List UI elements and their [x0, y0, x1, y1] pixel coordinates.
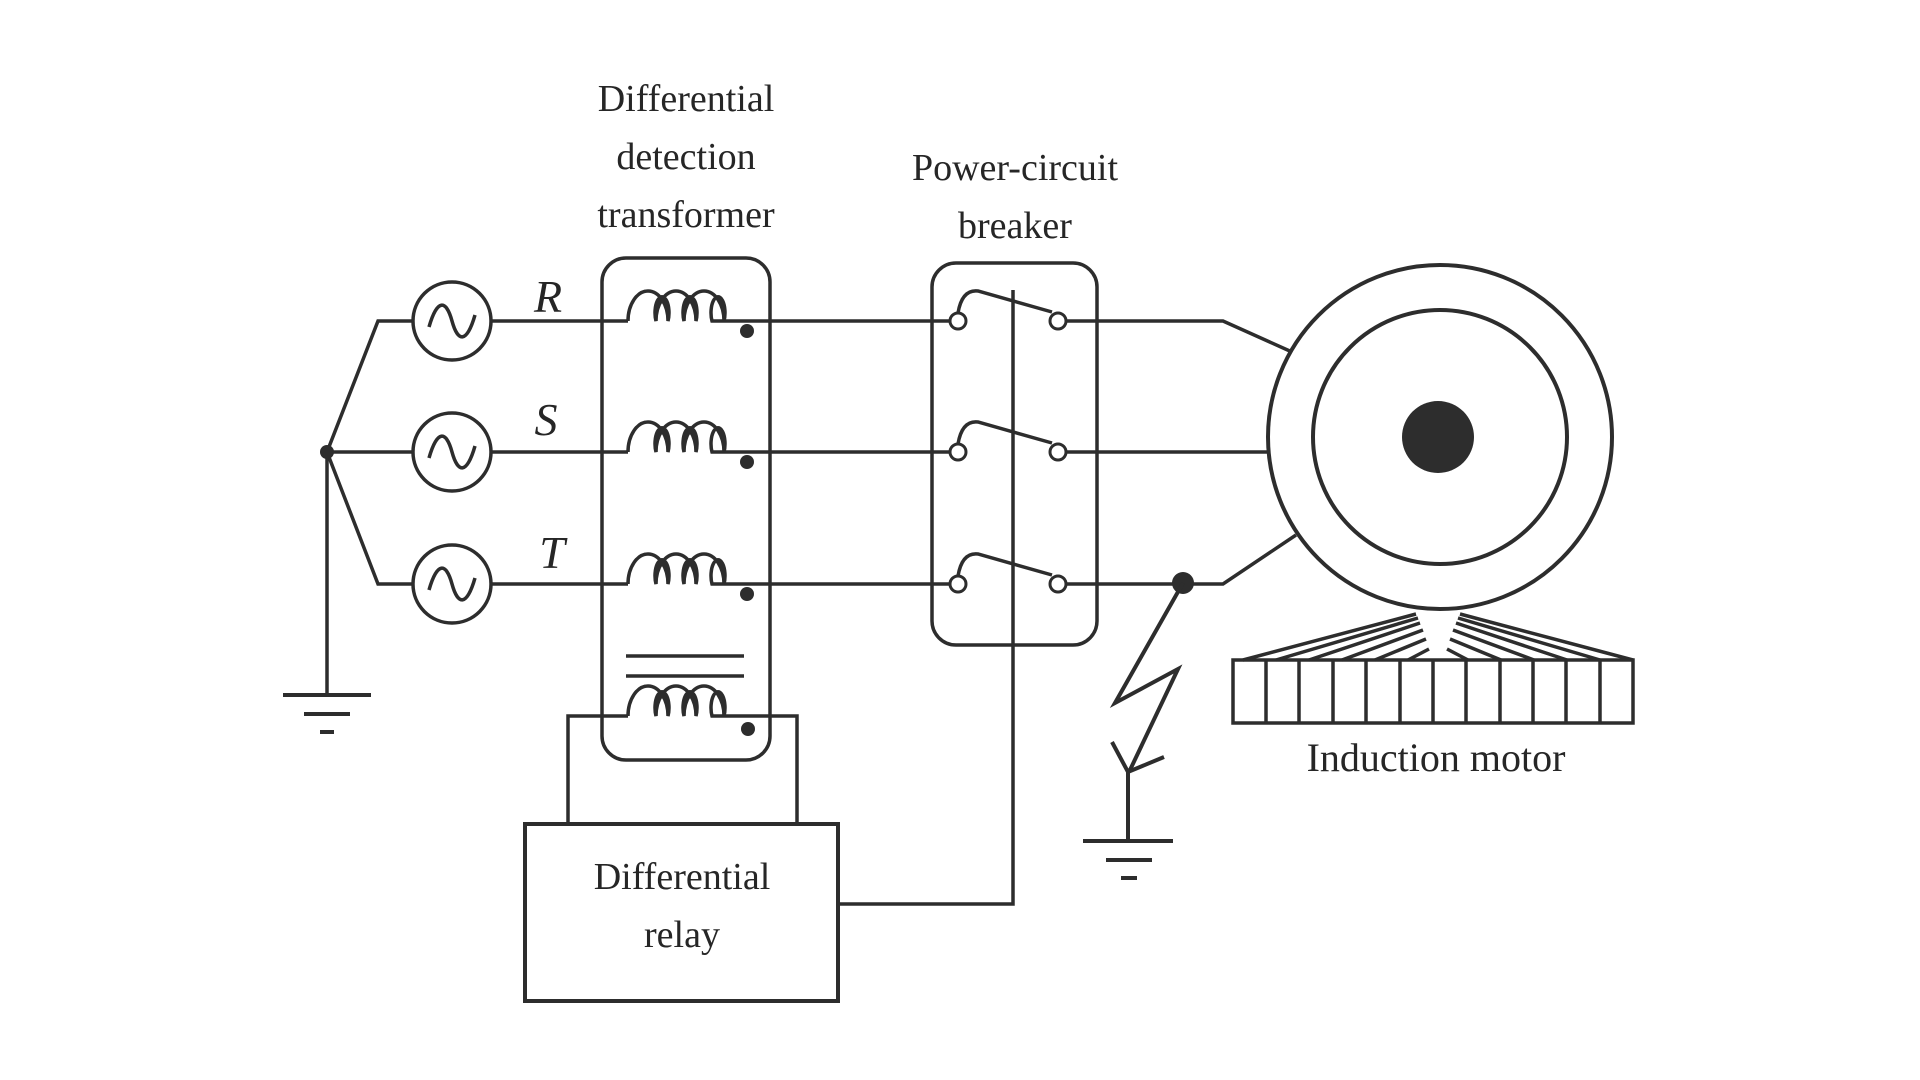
secondary-circuit-wires	[566, 714, 799, 824]
polarity-dot-t	[740, 587, 754, 601]
fault-lightning-bolt-icon	[1109, 582, 1185, 771]
phase-label-s: S	[534, 394, 558, 445]
ac-source-r-icon	[411, 280, 493, 362]
breaker-contact-t-left	[948, 574, 968, 594]
polarity-dot-secondary	[741, 722, 755, 736]
phase-label-r: R	[533, 271, 563, 322]
three-phase-source	[283, 280, 493, 734]
transformer-label: Differential detection transformer	[597, 70, 774, 244]
breaker-label-line2: breaker	[958, 205, 1072, 247]
breaker-contact-s-right	[1048, 442, 1068, 462]
motor-base-dividers	[1264, 660, 1602, 723]
trip-linkage-wire	[838, 290, 1015, 906]
motor-shaft-dot	[1402, 401, 1474, 473]
neutral-to-t-wire	[325, 451, 413, 586]
transformer-label-line1: Differential	[597, 78, 775, 120]
phase-wires-left	[491, 319, 628, 586]
breaker-label: Power-circuit breaker	[912, 139, 1118, 255]
motor-inner-circle	[1311, 308, 1569, 566]
relay-label-line2: relay	[644, 914, 720, 956]
secondary-left-wire	[566, 714, 628, 824]
ac-source-t-icon	[411, 543, 493, 625]
pedestal-left-lines	[1242, 612, 1430, 662]
polarity-dot-r	[740, 324, 754, 338]
secondary-right-wire	[742, 714, 799, 824]
breaker-pole-s	[948, 420, 1068, 462]
transformer-label-line3: transformer	[597, 194, 775, 236]
motor-outer-circle	[1266, 263, 1614, 611]
phase-label-t: T	[539, 527, 565, 578]
phase-wires-right	[1066, 319, 1297, 586]
motor-pedestal-fan	[1242, 612, 1634, 662]
motor-base	[1231, 658, 1635, 725]
differential-detection-transformer	[600, 256, 772, 762]
breaker-contact-r-right	[1048, 311, 1068, 331]
differential-relay-box	[523, 822, 840, 1003]
primary-coil-s	[626, 420, 742, 454]
secondary-coil	[626, 684, 742, 718]
ac-source-s-icon	[411, 411, 493, 493]
relay-label-line1: Differential	[593, 856, 771, 898]
breaker-pole-r	[948, 289, 1068, 331]
neutral-to-r-wire	[325, 319, 413, 453]
breaker-label-line1: Power-circuit	[911, 147, 1119, 189]
transformer-label-line2: detection	[616, 136, 756, 178]
ground-fault	[1083, 572, 1194, 880]
t-wire-breaker-to-motor	[1066, 533, 1297, 586]
neutral-junction-dot	[320, 445, 334, 459]
breaker-blade-t	[956, 552, 1053, 577]
ac-source-t-sine	[427, 566, 477, 602]
pedestal-right-lines	[1446, 612, 1634, 662]
breaker-contact-s-left	[948, 442, 968, 462]
breaker-pole-t	[948, 552, 1068, 594]
breaker-blade-s	[956, 420, 1053, 445]
primary-coil-r	[626, 289, 742, 323]
relay-label: Differential relay	[594, 848, 771, 964]
phase-wires-middle	[742, 319, 950, 586]
r-wire-breaker-to-motor	[1066, 319, 1293, 354]
source-ground-symbol	[283, 693, 371, 734]
power-circuit-breaker	[838, 261, 1099, 906]
fault-ground-symbol	[1083, 839, 1173, 880]
ac-source-s-sine	[427, 434, 477, 470]
polarity-dot-s	[740, 455, 754, 469]
motor-label: Induction motor	[1306, 735, 1566, 780]
induction-motor-symbol	[1231, 263, 1635, 725]
primary-coil-t	[626, 552, 742, 586]
ac-source-r-sine	[427, 303, 477, 339]
breaker-blade-r	[956, 289, 1053, 314]
breaker-contact-t-right	[1048, 574, 1068, 594]
transformer-box	[600, 256, 772, 762]
breaker-contact-r-left	[948, 311, 968, 331]
